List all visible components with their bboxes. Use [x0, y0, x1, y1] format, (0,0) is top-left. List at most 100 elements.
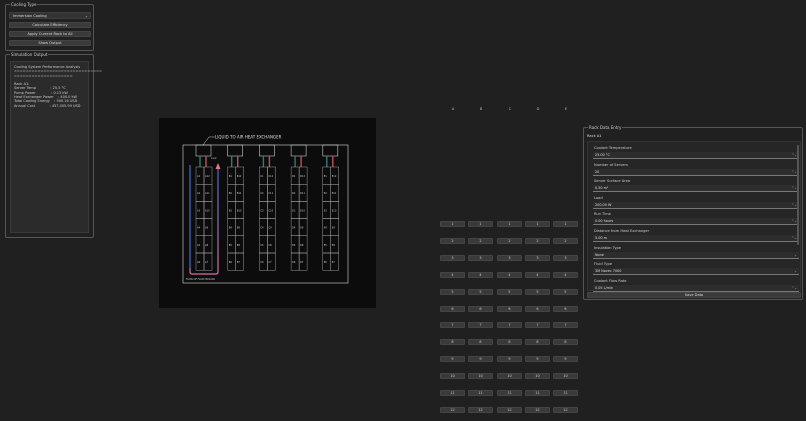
rack-button-A1[interactable]: 1	[440, 221, 465, 227]
rack-button-B6[interactable]: 6	[468, 305, 493, 312]
rack-button-B4[interactable]: 4	[468, 271, 493, 278]
field-input[interactable]: 20⌃⌄	[593, 168, 799, 176]
rack-button-A11[interactable]: 11	[440, 390, 465, 396]
rack-button-D4[interactable]: 4	[525, 271, 550, 278]
server-slot-label: C9	[268, 227, 272, 230]
show-output-button[interactable]: Show Output	[9, 40, 91, 46]
rack-button-E5[interactable]: 5	[553, 288, 578, 295]
spinner-arrows-icon[interactable]: ⌃⌄	[791, 153, 797, 157]
rack-button-D5[interactable]: 5	[525, 288, 550, 295]
rack-button-E12[interactable]: 12	[553, 406, 578, 413]
cooling-type-select[interactable]: Immersion Cooling⌄	[9, 12, 91, 19]
server-slot-label: D6	[292, 261, 296, 264]
rack-button-B9[interactable]: 9	[468, 356, 493, 363]
rack-button-E9[interactable]: 9	[553, 356, 578, 363]
rack-button-E11[interactable]: 11	[553, 390, 578, 396]
rack-button-A5[interactable]: 5	[440, 288, 465, 295]
server-slot-label: D7	[300, 261, 304, 264]
rack-button-C7[interactable]: 7	[497, 322, 522, 329]
rack-button-C9[interactable]: 9	[497, 356, 522, 363]
rack-button-D11[interactable]: 11	[525, 390, 550, 396]
field-input[interactable]: 0.50 m²⌃⌄	[593, 185, 799, 193]
rack-button-D10[interactable]: 10	[525, 373, 550, 380]
rack-button-A6[interactable]: 6	[440, 305, 465, 312]
rack-button-A12[interactable]: 12	[440, 406, 465, 413]
simulation-output-text[interactable]: Cooling System Performance Analysis ====…	[10, 61, 102, 233]
rack-button-C5[interactable]: 5	[497, 288, 522, 295]
heat-exchanger-box	[322, 144, 339, 157]
rack-button-C2[interactable]: 2	[497, 237, 522, 244]
spinner-arrows-icon[interactable]: ⌃⌄	[791, 169, 797, 174]
rack-button-E7[interactable]: 7	[553, 322, 578, 329]
spinner-arrows-icon[interactable]: ⌃⌄	[791, 219, 797, 224]
rack-button-E8[interactable]: 8	[553, 339, 578, 346]
rack-button-D2[interactable]: 2	[525, 237, 550, 244]
rack-button-E4[interactable]: 4	[553, 271, 578, 278]
scrollbar[interactable]	[797, 145, 799, 245]
rack-button-C1[interactable]: 1	[497, 221, 522, 227]
rack-button-A9[interactable]: 9	[440, 356, 465, 363]
rack-button-C3[interactable]: 3	[497, 254, 522, 261]
rack-button-C8[interactable]: 8	[497, 339, 522, 346]
rack-button-A10[interactable]: 10	[440, 373, 465, 380]
server-slot-label: E6	[324, 261, 328, 264]
field-label: Run Time	[594, 212, 611, 217]
calculate-efficiency-button[interactable]: Calculate Efficiency	[9, 22, 91, 28]
field-input[interactable]: 25.00 °C ⌃⌄	[593, 152, 799, 159]
server-slot-label: E12	[332, 175, 337, 178]
rack-button-E3[interactable]: 3	[553, 254, 578, 261]
rack-button-E1[interactable]: 1	[553, 221, 578, 227]
rack-button-E10[interactable]: 10	[553, 373, 578, 380]
rack-button-D1[interactable]: 1	[525, 221, 550, 227]
rack-button-B5[interactable]: 5	[468, 288, 493, 295]
rack-button-D9[interactable]: 9	[525, 356, 550, 363]
field-label: Coolant Temperature	[594, 146, 632, 150]
chevron-down-icon[interactable]: ⌄	[794, 252, 797, 257]
rack-button-B8[interactable]: 8	[468, 339, 493, 346]
rack-button-D7[interactable]: 7	[525, 322, 550, 329]
chevron-down-icon[interactable]: ⌄	[794, 269, 797, 274]
rack-button-A2[interactable]: 2	[440, 237, 465, 244]
spinner-arrows-icon[interactable]: ⌃⌄	[791, 186, 797, 191]
field-input[interactable]: 0.05 L/min⌃⌄	[593, 284, 799, 292]
rack-button-C11[interactable]: 11	[497, 390, 522, 396]
rack-button-B1[interactable]: 1	[468, 221, 493, 227]
rack-button-B2[interactable]: 2	[468, 237, 493, 244]
apply-rack-to-all-button[interactable]: Apply Current Rack to All	[9, 31, 91, 37]
rack-button-B7[interactable]: 7	[468, 322, 493, 329]
rack-button-D12[interactable]: 12	[525, 406, 550, 413]
rack-button-A4[interactable]: 4	[440, 271, 465, 278]
server-slot-label: A5	[197, 244, 201, 247]
rack-button-C6[interactable]: 6	[497, 305, 522, 312]
save-data-button[interactable]: Save Data	[587, 292, 801, 298]
rack-button-C4[interactable]: 4	[497, 271, 522, 278]
rack-button-A3[interactable]: 3	[440, 254, 465, 261]
spinner-arrows-icon[interactable]: ⌃⌄	[791, 285, 797, 290]
field-label: Server Surface Area	[594, 179, 631, 184]
rack-button-A8[interactable]: 8	[440, 339, 465, 346]
field-label: Number of Servers	[594, 162, 628, 167]
rack-button-B10[interactable]: 10	[468, 373, 493, 380]
field-input[interactable]: 3M Novec 7000⌄	[593, 268, 799, 276]
rack-button-B11[interactable]: 11	[468, 390, 493, 396]
spinner-arrows-icon[interactable]: ⌃⌄	[791, 236, 797, 240]
server-slot-label: D4	[292, 227, 296, 230]
rack-button-A7[interactable]: 7	[440, 322, 465, 329]
rack-button-D6[interactable]: 6	[525, 305, 550, 312]
rack-button-C12[interactable]: 12	[497, 406, 522, 413]
field-input[interactable]: 0.00 hours⌃⌄	[593, 218, 799, 226]
rack-button-E6[interactable]: 6	[553, 305, 578, 312]
rack-button-E2[interactable]: 2	[553, 237, 578, 244]
rack-button-D8[interactable]: 8	[525, 339, 550, 346]
field-input[interactable]: 200.00 W⌃⌄	[593, 201, 799, 209]
rack-button-C10[interactable]: 10	[497, 373, 522, 380]
simulation-output-title: Simulation Output	[10, 52, 49, 57]
field-input[interactable]: 5.00 m⌃⌄	[593, 235, 799, 242]
spinner-arrows-icon[interactable]: ⌃⌄	[791, 202, 797, 207]
field-value: 25.00 °C	[595, 153, 610, 157]
server-slot-label: E7	[332, 261, 336, 264]
field-input[interactable]: None⌄	[593, 251, 799, 259]
rack-button-D3[interactable]: 3	[525, 254, 550, 261]
rack-button-B3[interactable]: 3	[468, 254, 493, 261]
rack-button-B12[interactable]: 12	[468, 406, 493, 413]
